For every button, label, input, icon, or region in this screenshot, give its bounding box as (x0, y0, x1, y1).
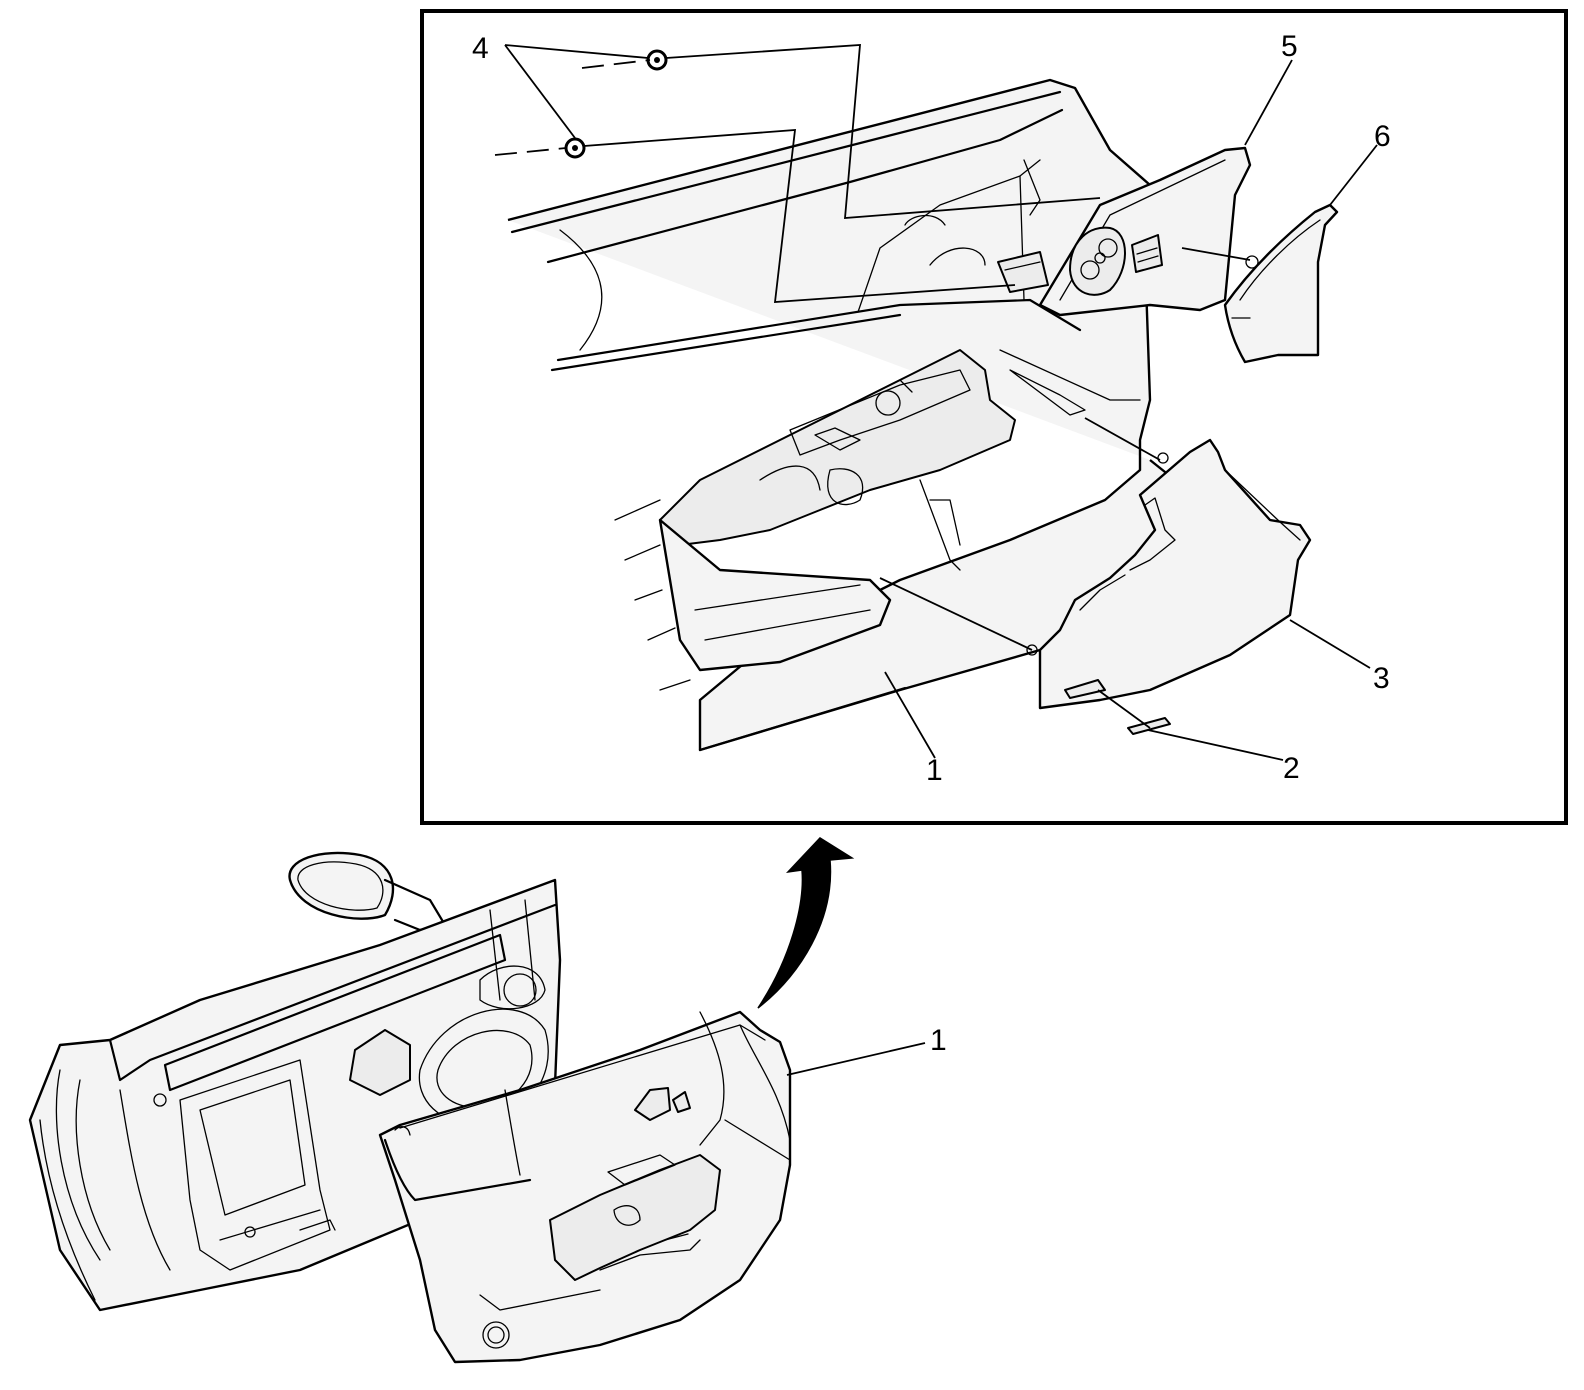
callout-1-overview: 1 (930, 1024, 947, 1057)
callout-1-detail: 1 (926, 754, 943, 787)
rear-trim-cover-part (1223, 203, 1339, 364)
callout-2: 2 (1283, 752, 1300, 785)
callout-5: 5 (1281, 30, 1298, 63)
callout-6: 6 (1374, 120, 1391, 153)
push-in-fasteners (494, 44, 1101, 303)
lower-closeout-part (1026, 438, 1312, 710)
trim-clip-part (1127, 717, 1171, 735)
switch-bezel-part (997, 146, 1252, 317)
door-trim-panel-overview (378, 1010, 792, 1364)
detail-inset: 4 5 6 3 2 1 (420, 9, 1568, 825)
detail-door-panel (507, 78, 1187, 752)
door-overview: 1 (28, 851, 947, 1364)
side-mirror (288, 851, 447, 932)
fastener-lower (564, 137, 586, 159)
callout-4: 4 (472, 32, 489, 65)
fastener-upper (646, 49, 668, 71)
zoom-arrow (757, 837, 855, 1009)
callout-3: 3 (1373, 662, 1390, 695)
